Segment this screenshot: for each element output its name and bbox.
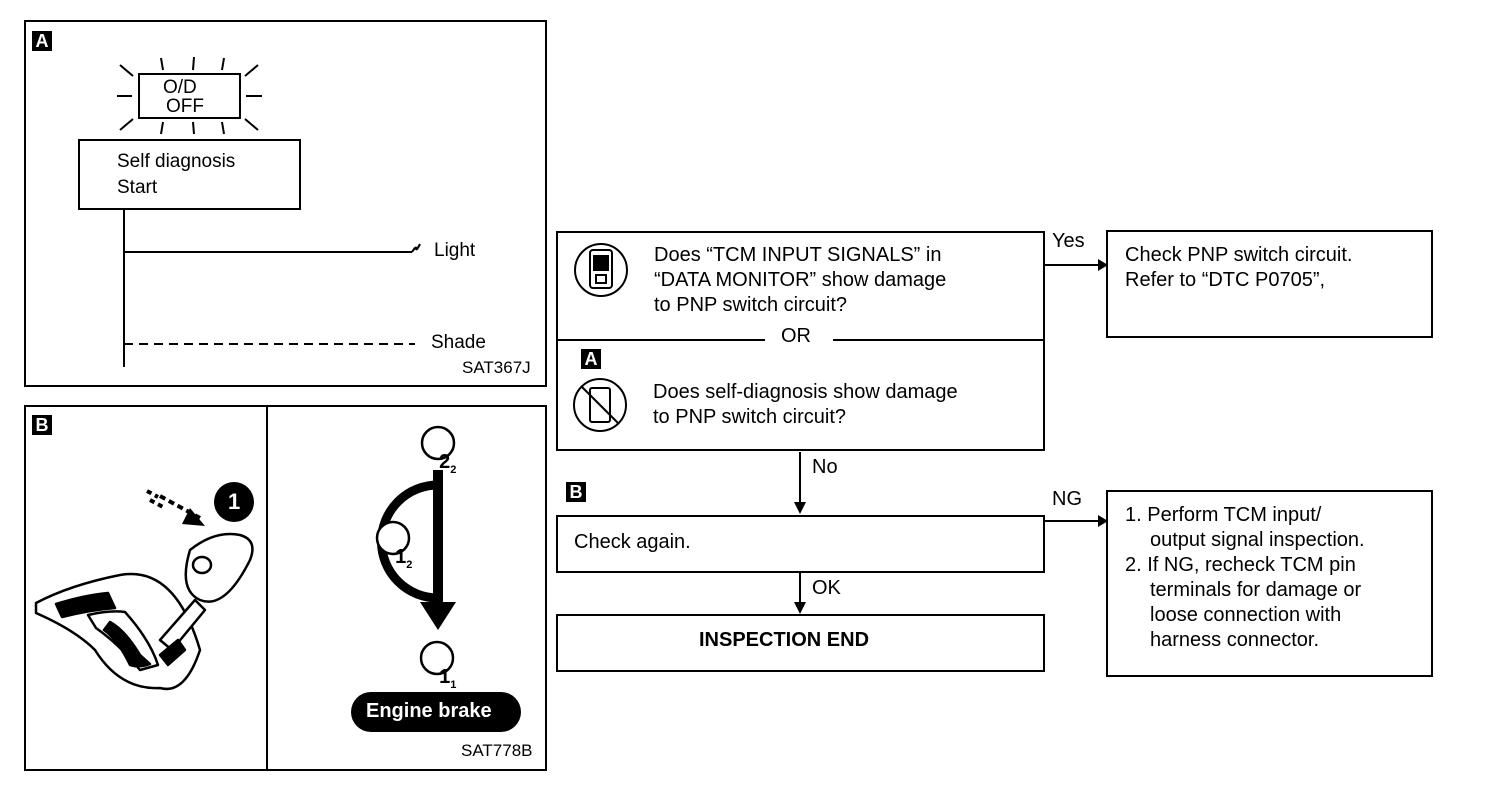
no-arrow-head-icon (794, 502, 806, 514)
q1-line1: Does “TCM INPUT SIGNALS” in (654, 244, 942, 266)
no-label: No (812, 456, 838, 478)
q2-line1: Does self-diagnosis show damage (653, 381, 958, 403)
position-2-2-circle (420, 425, 456, 461)
yes-box-line2: Refer to “DTC P0705”, (1125, 269, 1326, 291)
q2-line2: to PNP switch circuit? (653, 406, 847, 428)
light-label: Light (434, 240, 476, 261)
flowchart-tag-a: A (581, 349, 601, 369)
step-1-badge (214, 482, 254, 522)
panel-a-code: SAT367J (462, 358, 531, 377)
ng-item2-line2: terminals for damage or (1150, 579, 1362, 601)
or-label: OR (781, 325, 811, 347)
ok-label: OK (812, 577, 841, 599)
ng-item1-line2: output signal inspection. (1150, 529, 1365, 551)
flowchart-tag-b: B (566, 482, 586, 502)
step-1-number: 1 (228, 489, 241, 514)
no-consult-icon (573, 378, 627, 432)
ng-arrow-head-icon (1098, 515, 1108, 527)
panel-a-tag: A (32, 31, 52, 51)
position-2-2-label: 22 (439, 451, 457, 476)
position-1-1-circle (419, 640, 455, 676)
panel-b-code: SAT778B (461, 741, 533, 760)
shade-label: Shade (431, 332, 486, 353)
ng-result-box (1106, 490, 1433, 677)
ng-item1-line1: 1. Perform TCM input/ (1125, 504, 1322, 526)
self-diagnosis-start-box (78, 139, 301, 210)
check-again-label: Check again. (574, 531, 691, 553)
start-line1: Self diagnosis (117, 151, 236, 172)
position-1-1-label: 11 (439, 666, 457, 691)
yes-arrow-head-icon (1098, 259, 1108, 271)
od-off-lamp (138, 73, 241, 119)
od-off-lamp-line1: O/D (163, 77, 197, 98)
engine-brake-label: Engine brake (366, 700, 492, 722)
start-line2: Start (117, 177, 158, 198)
push-arrow-icon (146, 489, 201, 520)
shift-lever-icon (34, 532, 254, 691)
position-1-2-label: 12 (395, 546, 413, 571)
inspection-end-box (556, 614, 1045, 672)
panel-b-tag: B (32, 415, 52, 435)
ng-item2-line1: 2. If NG, recheck TCM pin (1125, 554, 1356, 576)
down-arrow-icon (420, 602, 456, 630)
ng-item2-line4: harness connector. (1150, 629, 1319, 651)
od-off-lamp-line2: OFF (166, 96, 204, 117)
inspection-end-label: INSPECTION END (699, 629, 870, 651)
lamp-rays-icon (117, 56, 262, 135)
ng-item2-line3: loose connection with (1150, 604, 1342, 626)
panel-b-divider (266, 405, 268, 771)
push-arrow-head-icon (182, 508, 205, 526)
q1-line2: “DATA MONITOR” show damage (654, 269, 947, 291)
yes-label: Yes (1052, 230, 1085, 252)
engine-brake-pill (351, 692, 521, 732)
yes-result-box (1106, 230, 1433, 338)
ok-arrow-head-icon (794, 602, 806, 614)
q1-line3: to PNP switch circuit? (654, 294, 848, 316)
position-1-2-circle (375, 520, 411, 556)
yes-box-line1: Check PNP switch circuit. (1125, 244, 1353, 266)
ng-label: NG (1052, 488, 1082, 510)
timing-chart (123, 208, 421, 367)
consult-icon (574, 243, 628, 297)
check-again-box (556, 515, 1045, 573)
